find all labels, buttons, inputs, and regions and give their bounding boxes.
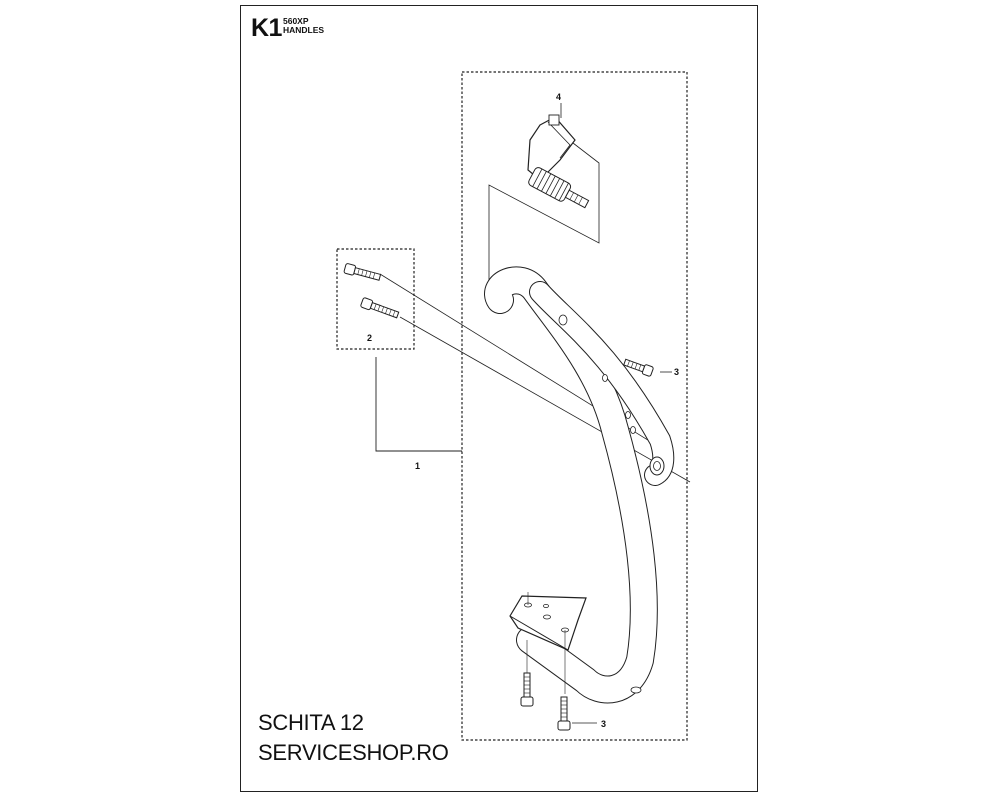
callout-part-3-lower: 3 — [601, 719, 606, 729]
callout-part-4: 4 — [556, 92, 561, 102]
screw-part-3-lower — [557, 696, 571, 731]
section-code: K1 — [251, 14, 282, 42]
guide-line-vibration-damper — [488, 132, 600, 283]
callout-part-3-upper: 3 — [674, 367, 679, 377]
callout-part-1: 1 — [415, 461, 420, 471]
mounting-plate — [509, 592, 587, 694]
guide-line-lower — [399, 316, 691, 483]
handle-kit-box — [461, 71, 688, 741]
section-title: HANDLES — [283, 25, 325, 35]
model-label: 560XP — [283, 16, 309, 26]
screw-part-3-upper — [623, 358, 654, 377]
watermark-line-1: SCHITA 12 — [258, 710, 364, 735]
screw-kit-box — [336, 248, 415, 350]
vibration-damper-part-4 — [527, 103, 590, 209]
callout-part-2: 2 — [367, 333, 372, 343]
watermark-line-2: SERVICESHOP.RO — [258, 740, 449, 765]
screw-part-2-lower — [360, 297, 400, 319]
screw-part-3-left — [520, 672, 534, 707]
screw-part-2-upper — [343, 263, 382, 281]
diagram-frame — [240, 5, 758, 792]
front-handle-bar — [484, 266, 675, 704]
leader-part-1 — [375, 357, 462, 452]
